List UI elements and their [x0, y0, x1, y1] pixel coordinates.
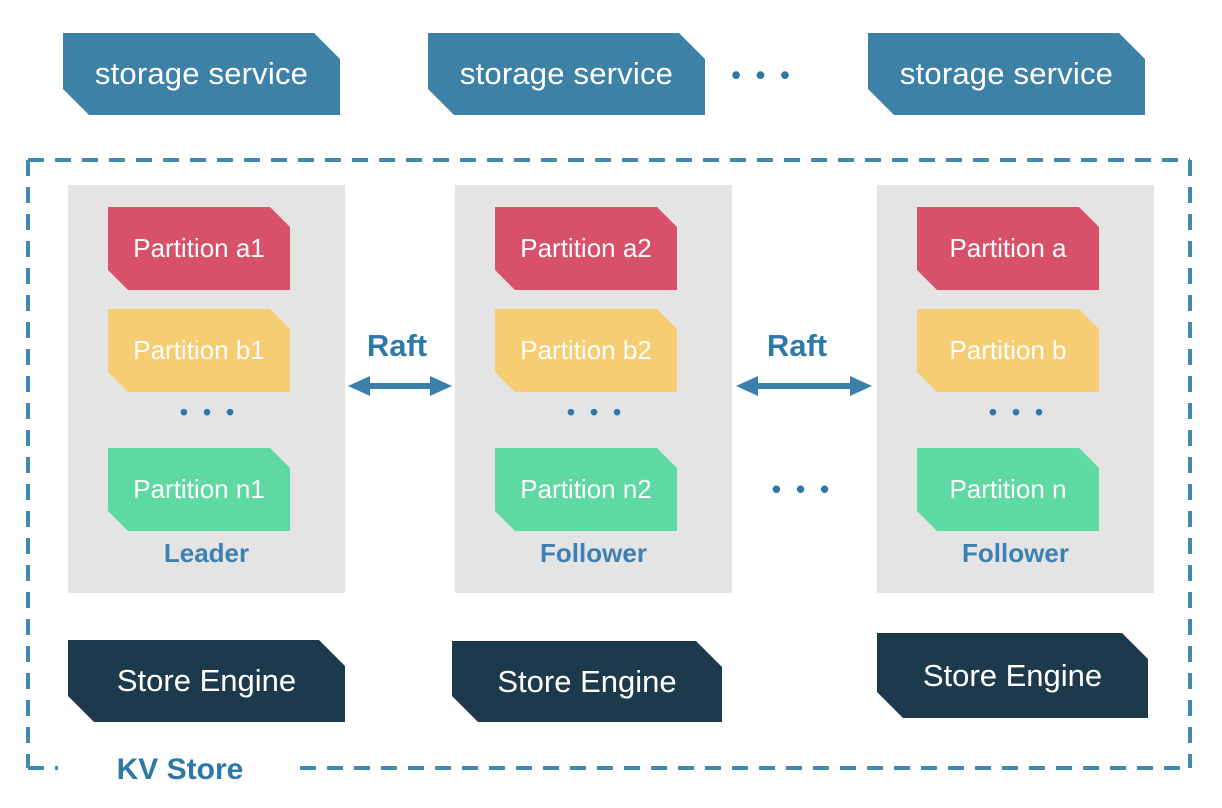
partition-label: Partition a1 — [133, 233, 265, 263]
storage-service-box-2: storage service — [428, 33, 705, 115]
partition-label: Partition b — [949, 335, 1067, 365]
node-panel-leader: Partition a1 Partition b1 ••• Partition … — [68, 185, 345, 593]
raft-arrow-2 — [736, 376, 872, 396]
partitions-ellipsis: ••• — [988, 399, 1059, 425]
partition-box-b2: Partition b2 — [495, 309, 677, 392]
storage-service-box-1: storage service — [63, 33, 340, 115]
nodes-ellipsis: ••• — [771, 474, 845, 504]
storage-service-box-3: storage service — [868, 33, 1145, 115]
partition-box-n1: Partition n1 — [108, 448, 290, 531]
node-role-label: Follower — [540, 538, 647, 568]
partition-box-a1: Partition a1 — [108, 207, 290, 290]
partition-label: Partition a2 — [520, 233, 652, 263]
partition-label: Partition n2 — [520, 474, 652, 504]
partition-box-b: Partition b — [917, 309, 1099, 392]
store-engine-label: Store Engine — [116, 663, 297, 698]
partitions-ellipsis: ••• — [566, 399, 637, 425]
node-role-label: Follower — [962, 538, 1069, 568]
store-engine-label: Store Engine — [497, 663, 677, 699]
partition-box-n: Partition n — [917, 448, 1099, 531]
store-engine-box-2: Store Engine — [452, 641, 722, 722]
partition-label: Partition b2 — [520, 335, 652, 365]
store-engine-box-1: Store Engine — [68, 640, 345, 722]
storage-service-label: storage service — [94, 56, 309, 91]
partition-label: Partition a — [949, 233, 1067, 263]
partition-label: Partition n — [949, 474, 1067, 504]
node-role-label: Leader — [163, 538, 250, 568]
partition-label: Partition n1 — [133, 474, 265, 504]
storage-services-ellipsis: ••• — [731, 60, 805, 90]
raft-label-1: Raft — [366, 328, 428, 363]
raft-arrow-1 — [348, 376, 452, 396]
kv-store-label: KV Store — [116, 753, 244, 786]
partition-box-n2: Partition n2 — [495, 448, 677, 531]
raft-label-2: Raft — [766, 328, 828, 363]
partitions-ellipsis: ••• — [179, 399, 250, 425]
partition-box-a: Partition a — [917, 207, 1099, 290]
partition-box-a2: Partition a2 — [495, 207, 677, 290]
partition-label: Partition b1 — [133, 335, 265, 365]
store-engine-label: Store Engine — [922, 657, 1103, 693]
storage-service-label: storage service — [459, 56, 674, 91]
partition-box-b1: Partition b1 — [108, 309, 290, 392]
store-engine-box-3: Store Engine — [877, 633, 1148, 718]
node-panel-follower-1: Partition a2 Partition b2 ••• Partition … — [455, 185, 732, 593]
node-panel-follower-2: Partition a Partition b ••• Partition n … — [877, 185, 1154, 593]
storage-service-label: storage service — [899, 56, 1114, 91]
